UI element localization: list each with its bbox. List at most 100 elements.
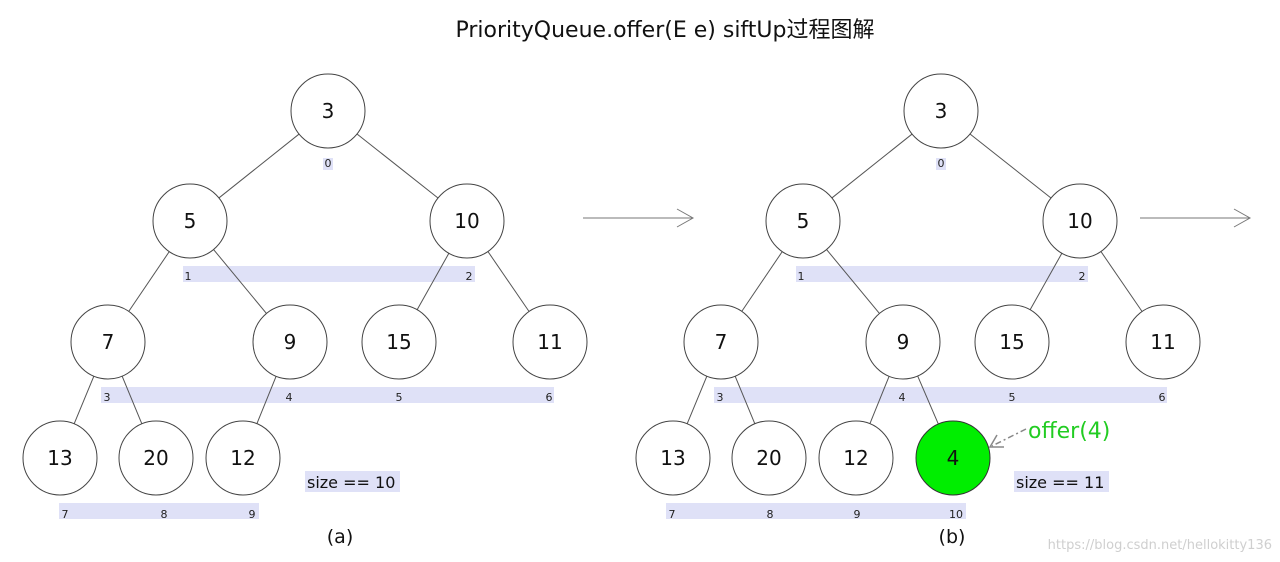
heap-node-index: 2 [1079, 270, 1086, 283]
heap-node-value: 9 [897, 330, 910, 354]
tree-edge [213, 249, 267, 314]
diagram-title: PriorityQueue.offer(E e) siftUp过程图解 [456, 18, 875, 43]
size-label: size == 11 [1016, 473, 1104, 492]
heap-node-circle [731, 420, 807, 496]
tree-edge [1100, 251, 1143, 312]
heap-node-index: 2 [466, 270, 473, 283]
tree-edge [416, 253, 450, 310]
tree-edge [969, 133, 1052, 199]
heap-node-value: 5 [184, 209, 197, 233]
transition-arrow-1 [583, 208, 695, 228]
heap-node-value: 4 [947, 446, 960, 470]
tree-edge [128, 251, 170, 312]
heap-node-circle [429, 183, 505, 259]
heap-node-index: 10 [949, 508, 963, 521]
heap-node-index: 4 [286, 391, 293, 404]
heap-node-circle [22, 420, 98, 496]
tree-edge [256, 376, 277, 424]
panel-a: 3 0 5 1 10 2 7 3 9 4 15 5 11 6 13 7 20 8 12 9 size == 10 (a) [22, 73, 588, 548]
tree-edge [826, 249, 880, 314]
heap-node-index: 6 [546, 391, 553, 404]
heap-node-value: 7 [102, 330, 115, 354]
index-band [183, 266, 475, 282]
panel-caption: (a) [327, 526, 353, 548]
heap-node-index: 0 [325, 157, 332, 170]
heap-node-index: 1 [185, 270, 192, 283]
heap-node-index: 5 [1009, 391, 1016, 404]
index-band [936, 158, 946, 170]
heap-node-index: 9 [854, 508, 861, 521]
index-band [323, 158, 333, 170]
heap-node-index: 3 [717, 391, 724, 404]
tree-edge [917, 375, 939, 425]
index-band [101, 387, 554, 403]
tree-edge [686, 375, 708, 425]
heap-node-value: 13 [660, 446, 685, 470]
heap-node-circle [361, 304, 437, 380]
heap-node-circle [118, 420, 194, 496]
heap-node-circle [683, 304, 759, 380]
heap-node-circle [865, 304, 941, 380]
heap-node-circle [70, 304, 146, 380]
tree-edge [487, 251, 530, 312]
panel-caption: (b) [939, 526, 966, 548]
heap-node-circle [1042, 183, 1118, 259]
heap-node-index: 7 [669, 508, 676, 521]
heap-node-value: 12 [843, 446, 868, 470]
heap-node-index: 9 [249, 508, 256, 521]
heap-node-value: 15 [999, 330, 1024, 354]
inserted-node-circle [915, 420, 991, 496]
heap-node-value: 11 [1150, 330, 1175, 354]
tree-edge [734, 375, 756, 425]
heap-node-value: 13 [47, 446, 72, 470]
index-band [666, 503, 966, 519]
heap-node-value: 5 [797, 209, 810, 233]
tree-edge [741, 251, 783, 312]
heap-node-circle [974, 304, 1050, 380]
heap-node-circle [765, 183, 841, 259]
heap-node-circle [290, 73, 366, 149]
heap-node-circle [252, 304, 328, 380]
tree-edge [356, 133, 439, 199]
transition-arrow-2 [1140, 208, 1252, 228]
tree-edge [869, 376, 890, 424]
tree-edge [73, 375, 95, 425]
heap-node-index: 0 [938, 157, 945, 170]
heap-node-index: 7 [62, 508, 69, 521]
heap-node-circle [512, 304, 588, 380]
tree-edge [121, 375, 143, 425]
tree-edge [218, 133, 300, 199]
size-band [305, 471, 400, 492]
heap-node-index: 1 [798, 270, 805, 283]
heap-node-value: 20 [143, 446, 168, 470]
offer-label: offer(4) [1028, 419, 1110, 444]
heap-node-circle [818, 420, 894, 496]
heap-node-circle [205, 420, 281, 496]
size-band [1014, 471, 1109, 492]
heap-node-value: 11 [537, 330, 562, 354]
heap-node-value: 7 [715, 330, 728, 354]
heap-node-value: 12 [230, 446, 255, 470]
heap-node-value: 10 [454, 209, 479, 233]
heap-node-value: 20 [756, 446, 781, 470]
heap-node-index: 4 [899, 391, 906, 404]
heap-node-index: 8 [161, 508, 168, 521]
heap-node-value: 15 [386, 330, 411, 354]
index-band [714, 387, 1167, 403]
offer-annotation: offer(4) [988, 419, 1110, 448]
heap-node-value: 10 [1067, 209, 1092, 233]
heap-node-index: 5 [396, 391, 403, 404]
heap-node-circle [1125, 304, 1201, 380]
size-label: size == 10 [307, 473, 395, 492]
heap-node-circle [635, 420, 711, 496]
heap-node-value: 9 [284, 330, 297, 354]
heap-node-circle [152, 183, 228, 259]
watermark: https://blog.csdn.net/hellokitty136 [1048, 538, 1272, 553]
tree-edge [1029, 253, 1063, 310]
heap-node-value: 3 [322, 99, 335, 123]
index-band [796, 266, 1088, 282]
heap-node-value: 3 [935, 99, 948, 123]
heap-node-index: 3 [104, 391, 111, 404]
